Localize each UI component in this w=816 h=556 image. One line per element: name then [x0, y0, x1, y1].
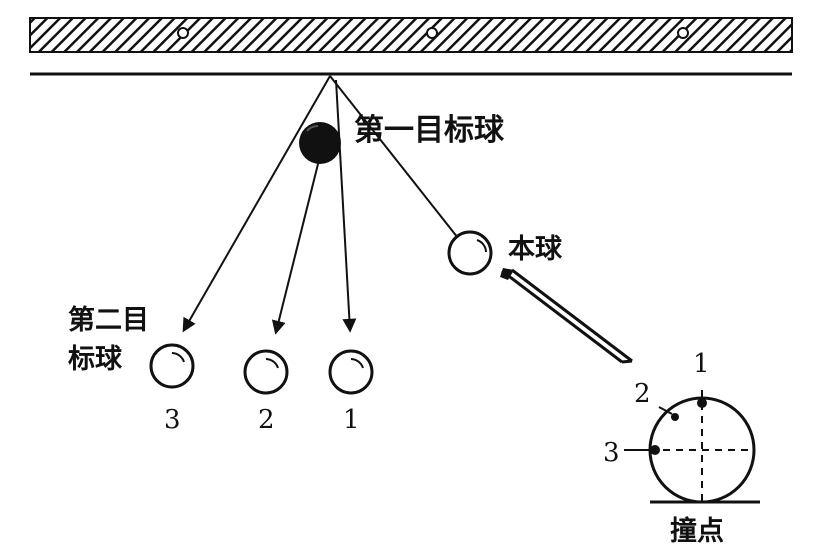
first-target-ball: [299, 122, 341, 164]
second-target-ball-2: [243, 349, 289, 395]
rail-diamond-marker: [426, 27, 438, 39]
cue-stick: [500, 268, 633, 364]
hit-point-number-3: 3: [603, 438, 620, 468]
hit-point-3: [650, 445, 660, 455]
hit-point-number-2: 2: [634, 379, 651, 409]
rebound-path-2: [271, 155, 321, 335]
contact-point-label: 撞点: [670, 515, 724, 547]
rail-diamond-marker: [177, 27, 189, 39]
rail-diamond-marker: [677, 27, 689, 39]
rebound-path-1: [335, 79, 357, 333]
hit-point-number-1: 1: [693, 349, 710, 379]
cue-ball-path: [329, 75, 459, 239]
second-target-ball-label-line1: 第二目: [68, 304, 149, 336]
second-target-ball-1: [328, 349, 374, 395]
first-target-ball-label: 第一目标球: [354, 113, 505, 148]
second-target-ball-label-line2: 标球: [68, 344, 123, 375]
rebound-path-3: [182, 75, 331, 333]
hit-point-1: [697, 398, 707, 408]
second-target-ball-3: [149, 343, 195, 389]
cue-ball-label: 本球: [508, 234, 563, 265]
hit-point-2: [671, 413, 679, 421]
cue-ball: [447, 230, 493, 276]
contact-point-diagram: [624, 390, 760, 504]
ball-number-1: 1: [343, 405, 360, 435]
ball-number-3: 3: [164, 405, 181, 435]
ball-number-2: 2: [258, 405, 275, 435]
table-rail: [29, 17, 793, 53]
